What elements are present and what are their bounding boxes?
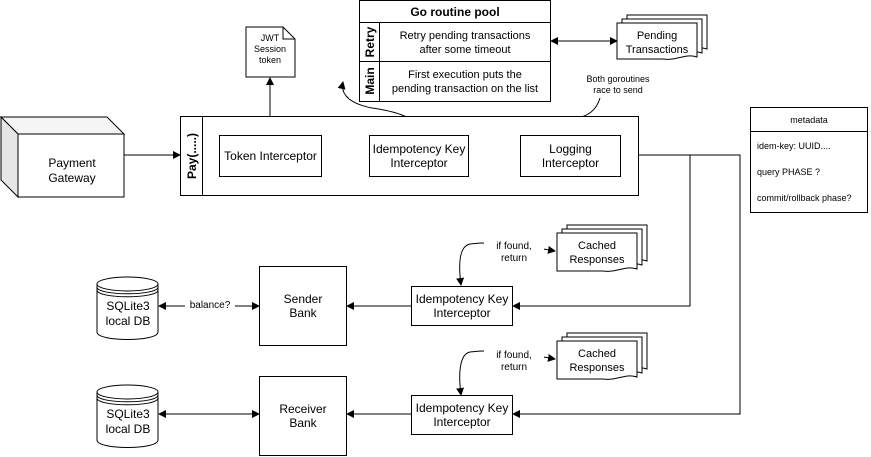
sender-db-label: SQLite3 local DB <box>105 299 151 328</box>
metadata-title: metadata <box>751 108 867 132</box>
metadata-line-query-phase: query PHASE ? <box>757 167 821 177</box>
receiver-bank: Receiver Bank <box>259 376 347 456</box>
sender-db-cylinder <box>96 276 159 340</box>
sender-cached-responses-stack <box>556 224 648 272</box>
pay-label: Pay(.....) <box>185 133 199 180</box>
receiver-found-note: if found, return <box>484 350 544 374</box>
sender-bank: Sender Bank <box>259 266 347 346</box>
payment-gateway-cube <box>0 116 126 198</box>
logging-interceptor: Logging Interceptor <box>520 135 621 177</box>
receiver-db-label: SQLite3 local DB <box>105 407 151 436</box>
goroutine-pool: Go routine pool Retry Retry pending tran… <box>359 0 551 102</box>
pay-idempotency-interceptor: Idempotency Key Interceptor <box>369 135 469 177</box>
edge-pay-receiver <box>512 154 741 418</box>
receiver-cached-responses-stack <box>556 332 648 380</box>
receiver-idempotency-interceptor: Idempotency Key Interceptor <box>411 395 513 435</box>
main-lane-text: First execution puts the pending transac… <box>391 69 539 95</box>
pool-main-lane: Main First execution puts the pending tr… <box>360 62 550 101</box>
metadata-box: metadata idem-key: UUID.... query PHASE … <box>750 107 868 213</box>
sender-idempotency-interceptor: Idempotency Key Interceptor <box>411 286 513 326</box>
pool-title: Go routine pool <box>360 1 550 23</box>
pool-retry-lane: Retry Retry pending transactions after s… <box>360 23 550 62</box>
jwt-token-label: JWT Session token <box>253 33 287 65</box>
sender-cached-responses-label: Cached Responses <box>569 240 625 266</box>
edge-pay-sender <box>512 154 691 310</box>
retry-lane-text: Retry pending transactions after some ti… <box>399 30 531 56</box>
metadata-line-commit-rollback: commit/rollback phase? <box>757 193 852 203</box>
sender-found-note: if found, return <box>484 241 544 265</box>
retry-lane-label: Retry <box>363 26 377 58</box>
receiver-db-cylinder <box>96 384 159 448</box>
payment-gateway-label: Payment Gateway <box>48 156 96 185</box>
race-note: Both goroutines race to send <box>566 74 670 96</box>
main-lane-label: Main <box>363 67 377 95</box>
metadata-line-idem-key: idem-key: UUID.... <box>757 141 831 151</box>
balance-edge-label: balance? <box>185 300 235 312</box>
receiver-cached-responses-label: Cached Responses <box>569 348 625 374</box>
token-interceptor: Token Interceptor <box>219 135 322 177</box>
pending-transactions-label: Pending Transactions <box>625 30 689 56</box>
pending-transactions-stack <box>616 14 708 60</box>
jwt-token-document <box>245 26 296 78</box>
